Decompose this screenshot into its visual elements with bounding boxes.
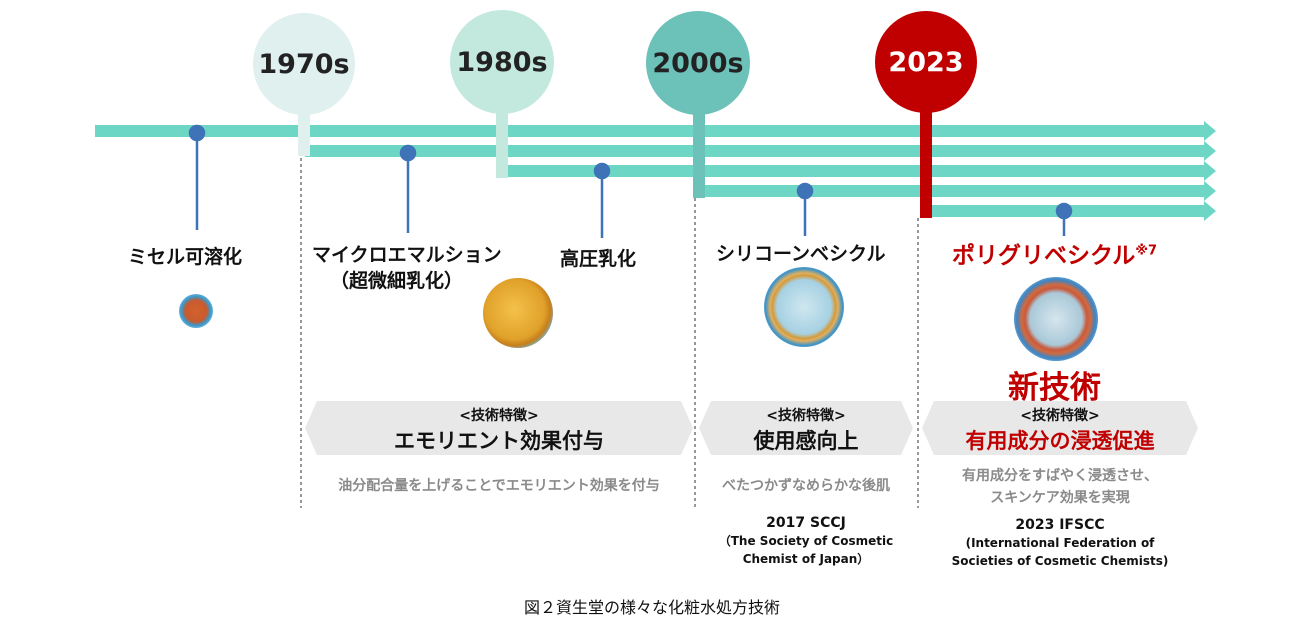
feature-desc-emollient: 油分配合量を上げることでエモリエント効果を付与	[305, 475, 693, 495]
reference-line1: (International Federation of	[922, 534, 1198, 552]
tech-label-polygly: ポリグリベシクル※7	[952, 236, 1157, 270]
reference-sccj: 2017 SCCJ （The Society of Cosmetic Chemi…	[699, 514, 913, 568]
arrowhead-3	[1204, 161, 1216, 181]
pin-head-micelle	[190, 126, 204, 140]
feature-desc-penetration-line2: スキンケア効果を実現	[922, 487, 1198, 509]
feature-tag: <技術特徴>	[699, 405, 913, 425]
era-label-1970s: 1970s	[258, 49, 349, 80]
tech-label-microemulsion: マイクロエマルション （超微細乳化）	[312, 242, 502, 294]
micelle-particle-image	[179, 294, 213, 328]
feature-desc-penetration: 有用成分をすばやく浸透させ、 スキンケア効果を実現	[922, 465, 1198, 509]
reference-title: 2023 IFSCC	[922, 516, 1198, 534]
pin-head-polygly	[1057, 204, 1071, 218]
arrowhead-1	[1204, 121, 1216, 141]
tech-label-microemulsion-line2: （超微細乳化）	[312, 268, 502, 294]
feature-main: 使用感向上	[699, 425, 913, 455]
era-circle-2000s: 2000s	[646, 11, 750, 115]
pin-head-silicone	[798, 184, 812, 198]
era-label-2023: 2023	[888, 47, 963, 78]
reference-title: 2017 SCCJ	[699, 514, 913, 532]
feature-desc-penetration-line1: 有用成分をすばやく浸透させ、	[922, 465, 1198, 487]
figure-caption: 図２資生堂の様々な化粧水処方技術	[0, 594, 1304, 618]
reference-line2: Societies of Cosmetic Chemists)	[922, 552, 1198, 570]
pin-head-highpressure	[595, 164, 609, 178]
tech-label-micelle: ミセル可溶化	[128, 242, 242, 269]
era-circle-1980s: 1980s	[450, 10, 554, 114]
era-circle-2023: 2023	[875, 11, 977, 113]
polygly-vesicle-image	[1014, 277, 1098, 361]
timeline-line-4	[695, 185, 1207, 197]
feature-penetration: <技術特徴> 有用成分の浸透促進	[922, 401, 1198, 455]
tech-label-polygly-text: ポリグリベシクル	[952, 243, 1135, 269]
era-label-2000s: 2000s	[652, 48, 743, 79]
tech-label-microemulsion-line1: マイクロエマルション	[312, 242, 502, 268]
feature-usability: <技術特徴> 使用感向上	[699, 401, 913, 455]
tech-label-silicone: シリコーンベシクル	[716, 239, 885, 266]
feature-tag: <技術特徴>	[922, 405, 1198, 425]
microemulsion-particle-image	[483, 278, 553, 348]
arrowhead-4	[1204, 181, 1216, 201]
era-stem-2023	[920, 100, 932, 218]
reference-line1: （The Society of Cosmetic	[699, 532, 913, 550]
pin-head-microemulsion	[401, 146, 415, 160]
arrowhead-2	[1204, 141, 1216, 161]
era-label-1980s: 1980s	[456, 47, 547, 78]
feature-main: エモリエント効果付与	[305, 425, 693, 455]
feature-desc-usability: べたつかずなめらかな後肌	[699, 475, 913, 495]
silicone-vesicle-image	[764, 267, 844, 347]
feature-main: 有用成分の浸透促進	[922, 425, 1198, 455]
reference-line2: Chemist of Japan）	[699, 550, 913, 568]
timeline-line-1	[95, 125, 1207, 137]
feature-tag: <技術特徴>	[305, 405, 693, 425]
reference-ifscc: 2023 IFSCC (International Federation of …	[922, 516, 1198, 570]
feature-emollient: <技術特徴> エモリエント効果付与	[305, 401, 693, 455]
footnote-mark: ※7	[1135, 243, 1157, 258]
timeline-lines	[95, 121, 1216, 221]
arrowhead-5	[1204, 201, 1216, 221]
timeline-line-2	[305, 145, 1207, 157]
tech-label-highpressure: 高圧乳化	[560, 244, 636, 271]
era-circle-1970s: 1970s	[253, 13, 355, 115]
